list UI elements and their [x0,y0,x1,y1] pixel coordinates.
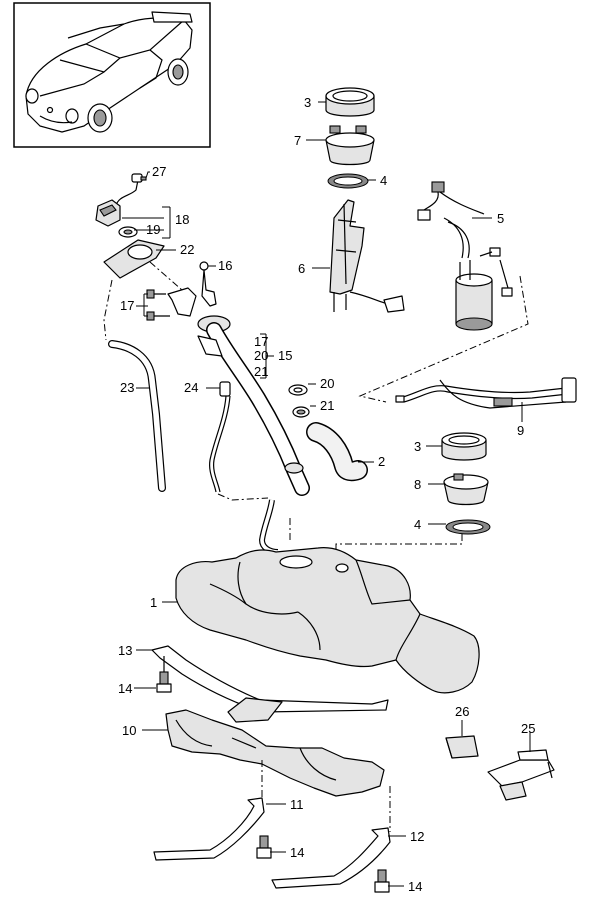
part-25-bracket [487,749,555,801]
part-4-seal-lower [335,519,491,560]
label-24: 24 [184,380,198,395]
part-12-strap [271,827,391,889]
leader-lines [122,101,531,887]
label-26: 26 [455,704,469,719]
part-24-vent-line [209,381,269,501]
label-11: 11 [290,797,304,812]
part-10-heat-shield [165,709,391,832]
part-22-filler-housing [103,239,183,341]
part-6-sender-unit [329,199,405,313]
label-16: 16 [218,258,232,273]
part-27-sensor [115,173,147,207]
label-7: 7 [294,133,301,148]
label-14-lower-left: 14 [290,845,304,860]
label-20-upper: 20 [254,348,268,363]
part-14-bolt-lower-left [256,835,272,859]
label-5: 5 [497,211,504,226]
part-9-fuel-line [395,377,577,409]
label-3-upper: 3 [304,95,311,110]
label-21-upper: 21 [254,364,268,379]
part-8-flange-lower [443,473,489,506]
part-5-fuel-pump [358,181,529,403]
vehicle-thumbnail [13,2,211,148]
part-11-strap [153,797,265,861]
part-14-bolt-upper [156,671,172,693]
part-7-flange-upper [325,125,375,166]
label-14-lower-right: 14 [408,879,422,894]
label-23: 23 [120,380,134,395]
label-14-upper: 14 [118,681,132,696]
label-4-upper: 4 [380,173,387,188]
callout-labels: 27 18 19 22 16 17 17 20 21 15 23 24 20 2… [118,95,535,894]
label-18: 18 [175,212,189,227]
label-4-lower: 4 [414,517,421,532]
tank-vent-pipe [258,499,291,555]
label-10: 10 [122,723,136,738]
label-15: 15 [278,348,292,363]
label-20-lower: 20 [320,376,334,391]
part-18-connector [95,199,171,239]
part-23-drain-hose [108,340,166,492]
part-2-hose [306,422,368,482]
label-3-lower: 3 [414,439,421,454]
label-13: 13 [118,643,132,658]
part-16-17-brackets [143,261,217,321]
label-27: 27 [152,164,166,179]
label-12: 12 [410,829,424,844]
label-17-left: 17 [120,298,134,313]
part-26-pad [445,735,479,759]
part-14-bolt-lower-right [374,869,390,893]
label-25: 25 [521,721,535,736]
part-3-lock-ring-lower [441,432,487,461]
part-13-tank-strap [151,645,389,723]
part-3-lock-ring-upper [325,87,375,117]
label-6: 6 [298,261,305,276]
label-22: 22 [180,242,194,257]
label-19: 19 [146,222,160,237]
part-20-21-seals [288,384,310,418]
label-1: 1 [150,595,157,610]
part-4-seal-upper [327,173,369,189]
label-17-right: 17 [254,334,268,349]
label-8: 8 [414,477,421,492]
label-21-lower: 21 [320,398,334,413]
label-2: 2 [378,454,385,469]
label-9: 9 [517,423,524,438]
part-1-fuel-tank [175,547,480,694]
